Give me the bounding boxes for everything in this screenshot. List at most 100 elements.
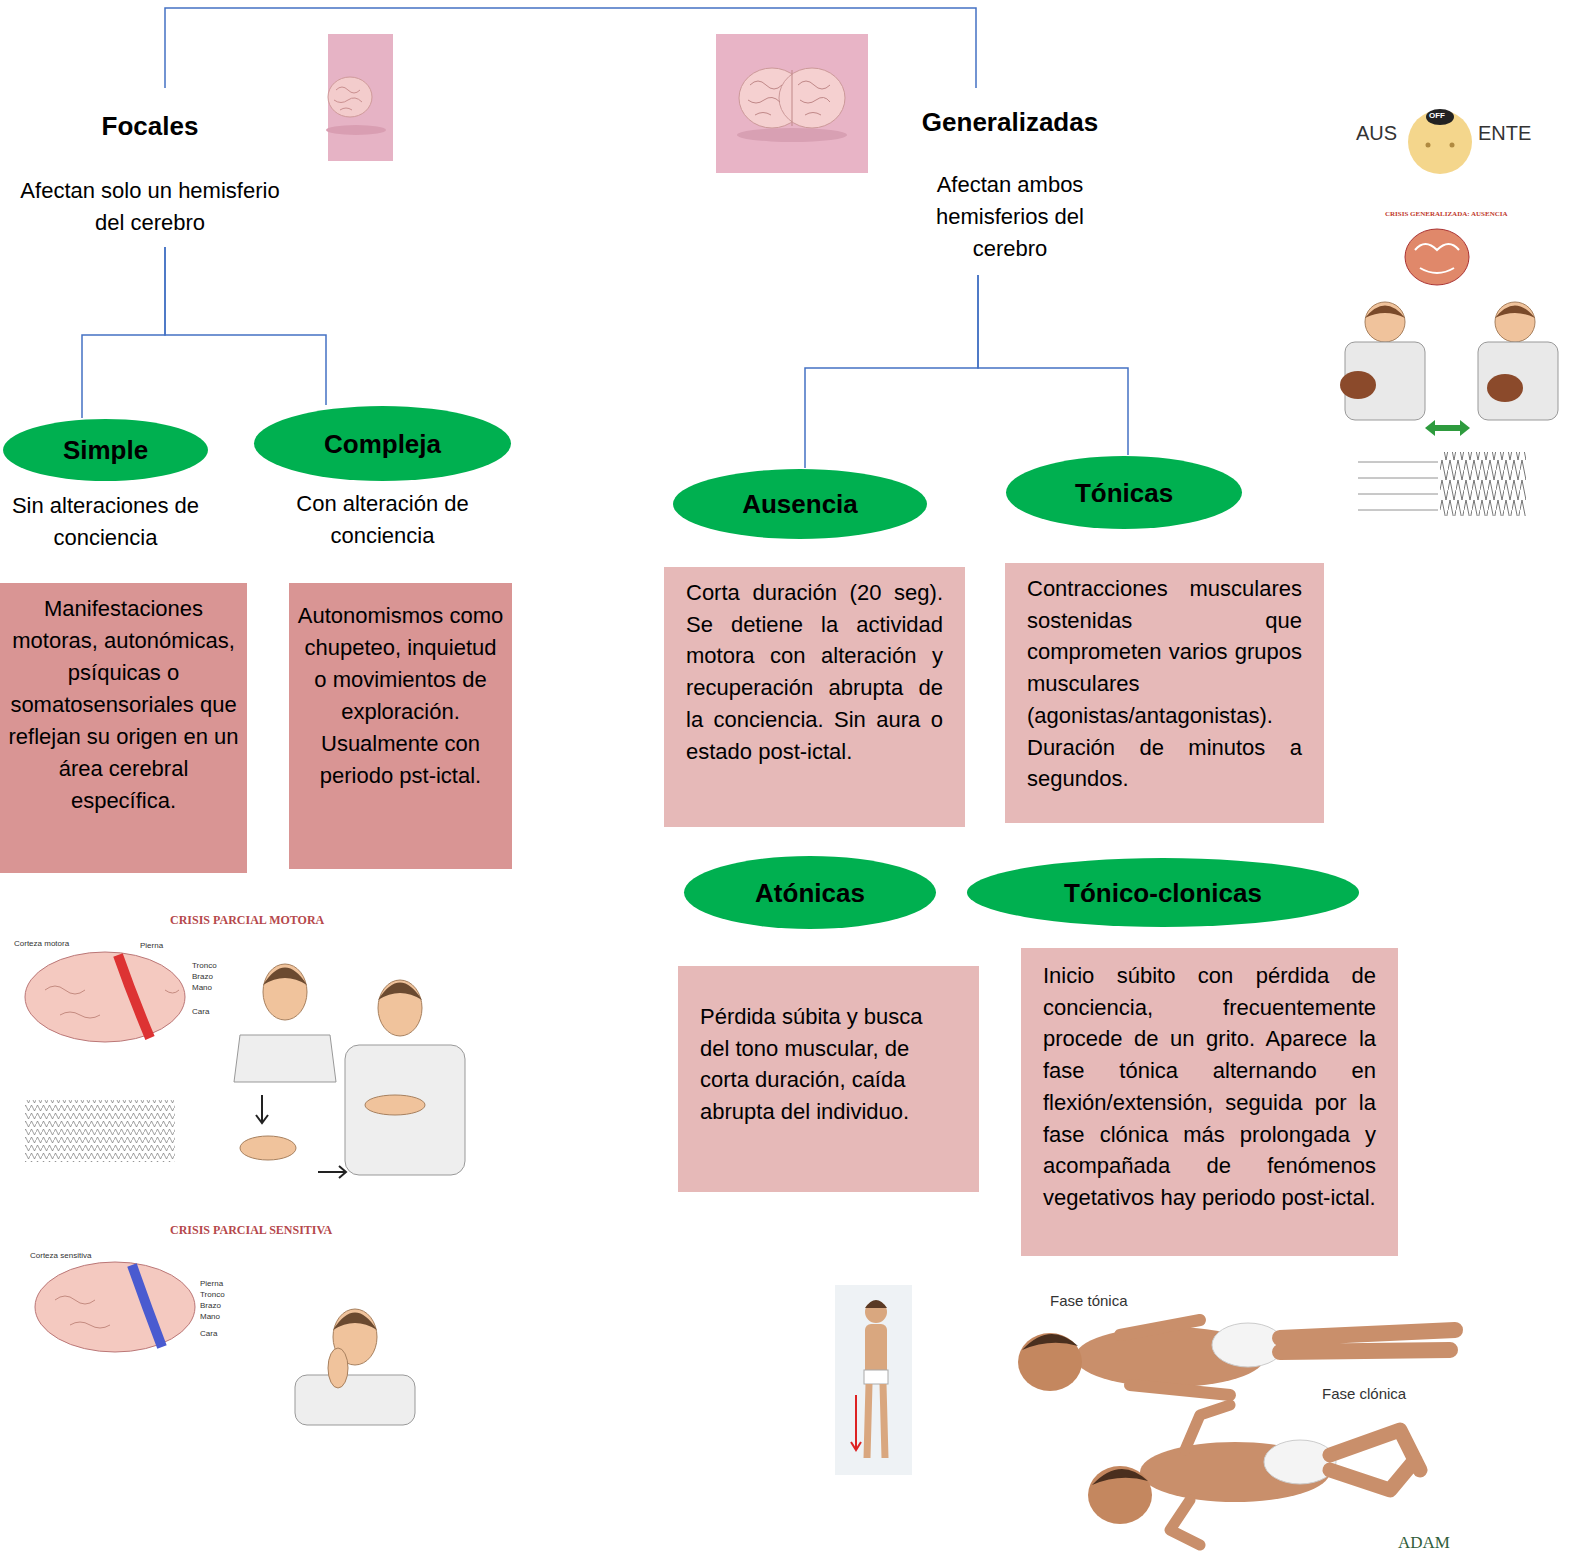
- part-label: Mano: [200, 1313, 220, 1322]
- connector-line: [805, 275, 978, 468]
- type-ellipse: Tónico-clonicas: [966, 857, 1360, 928]
- description-box: Pérdida súbita y busca del tono muscular…: [678, 966, 979, 1192]
- category-heading: FocalesAfectan solo un hemisferio del ce…: [0, 88, 300, 247]
- body-text: Autonomismos como chupeteo, inquietud o …: [297, 600, 504, 792]
- arrow-down: [256, 1095, 268, 1123]
- body-text: Manifestaciones motoras, autonómicas, ps…: [8, 593, 239, 817]
- icon-text: OFF: [1429, 112, 1445, 121]
- boy-hair: [1495, 306, 1535, 319]
- part-label: Pierna: [200, 1280, 223, 1289]
- part-label: Tronco: [200, 1291, 225, 1300]
- part-label: Tronco: [192, 962, 217, 971]
- double-arrow: [1425, 420, 1470, 436]
- category-heading: GeneralizadasAfectan ambos hemisferios d…: [900, 88, 1120, 275]
- type-ellipse: Atónicas: [683, 855, 937, 930]
- heading: Focales: [0, 110, 300, 142]
- ellipse-fill: [3, 419, 208, 481]
- shadow: [737, 128, 847, 142]
- man-head: [263, 964, 307, 1020]
- phase-label: Fase tónica: [1050, 1293, 1128, 1310]
- part-label: Cara: [200, 1330, 217, 1339]
- description: Con alteración de conciencia: [253, 488, 512, 552]
- sensory-cortex: [132, 1265, 162, 1347]
- description: Sin alteraciones de conciencia: [2, 490, 209, 554]
- icon-text: ENTE: [1478, 122, 1531, 144]
- part-label: Cara: [192, 1008, 209, 1017]
- brain-side: [35, 1262, 195, 1352]
- heading: Simple: [2, 418, 209, 482]
- boy-head: [1495, 302, 1535, 342]
- description: Afectan ambos hemisferios del cerebro: [900, 169, 1120, 265]
- eye: [1450, 143, 1455, 148]
- icon-text: AUS: [1356, 122, 1397, 144]
- fall-arrow: [851, 1395, 861, 1450]
- legs-tonic: [1280, 1330, 1455, 1352]
- figure-legs: [867, 1384, 885, 1458]
- figure-title: CRISIS PARCIAL SENSITIVA: [170, 1224, 332, 1237]
- ellipse-fill: [1006, 456, 1242, 529]
- watermark: ADAM: [1398, 1534, 1450, 1553]
- ellipse-fill: [254, 406, 511, 481]
- arm: [365, 1095, 425, 1115]
- hand: [328, 1348, 348, 1388]
- ellipse-fill: [684, 856, 936, 929]
- glove: [1487, 374, 1523, 402]
- eeg-trace: [25, 1100, 175, 1162]
- connector-line: [165, 8, 976, 88]
- eye: [1426, 143, 1431, 148]
- brain-hemisphere: [779, 68, 845, 128]
- description: Afectan solo un hemisferio del cerebro: [0, 175, 300, 239]
- man-hair: [378, 983, 422, 1001]
- boy-hair: [1365, 306, 1405, 319]
- part-label: Brazo: [200, 1302, 221, 1311]
- figure-head: [865, 1301, 887, 1323]
- brain-gyri: [334, 87, 362, 110]
- hair-tonic: [1022, 1334, 1078, 1350]
- face-icon: [1408, 110, 1472, 174]
- part-label: Brazo: [192, 973, 213, 982]
- arms-tonic: [1120, 1320, 1230, 1395]
- photo-ground: [716, 34, 868, 173]
- heading: Generalizadas: [900, 106, 1120, 138]
- body-text: Corta duración (20 seg). Se detiene la a…: [686, 577, 943, 767]
- man-shirt: [234, 1035, 336, 1082]
- figure-title: CRISIS PARCIAL MOTORA: [170, 914, 324, 927]
- off-button: [1426, 109, 1454, 125]
- legs-clonic: [1330, 1430, 1420, 1490]
- brain-coronal: [1405, 229, 1469, 285]
- man-head: [378, 980, 422, 1036]
- ellipse-fill: [673, 469, 927, 539]
- body-text: Inicio súbito con pérdida de conciencia,…: [1043, 960, 1376, 1214]
- part-label: Corteza sensitiva: [30, 1252, 91, 1261]
- description-box: Corta duración (20 seg). Se detiene la a…: [664, 567, 965, 827]
- shadow: [326, 125, 386, 135]
- connector-line: [165, 247, 326, 405]
- hand: [240, 1136, 296, 1160]
- heading: Ausencia: [672, 468, 928, 540]
- connector-line: [82, 247, 165, 418]
- type-ellipse: SimpleSin alteraciones de conciencia: [2, 418, 209, 554]
- hair-clonic: [1092, 1469, 1148, 1485]
- description-box: Inicio súbito con pérdida de conciencia,…: [1021, 948, 1398, 1256]
- description-box: Autonomismos como chupeteo, inquietud o …: [289, 583, 512, 869]
- arrow-right: [318, 1166, 346, 1178]
- ellipse-fill: [967, 858, 1359, 927]
- man-hair: [333, 1313, 377, 1331]
- boy-head: [1365, 302, 1405, 342]
- type-ellipse: Ausencia: [672, 468, 928, 540]
- motor-cortex: [118, 955, 150, 1038]
- figure-ground: [835, 1285, 912, 1475]
- eeg-trace: [1358, 462, 1438, 510]
- description-box: Contracciones musculares sostenidas que …: [1005, 563, 1324, 823]
- photo-ground: [328, 34, 393, 161]
- man-shirt: [345, 1045, 465, 1175]
- figure-hair: [865, 1300, 887, 1308]
- eeg-trace: [1440, 452, 1526, 516]
- description-box: Manifestaciones motoras, autonómicas, ps…: [0, 583, 247, 873]
- type-ellipse: Tónicas: [1005, 455, 1243, 530]
- head-clonic: [1088, 1466, 1152, 1524]
- man-shirt: [295, 1375, 415, 1425]
- heading: Atónicas: [683, 855, 937, 930]
